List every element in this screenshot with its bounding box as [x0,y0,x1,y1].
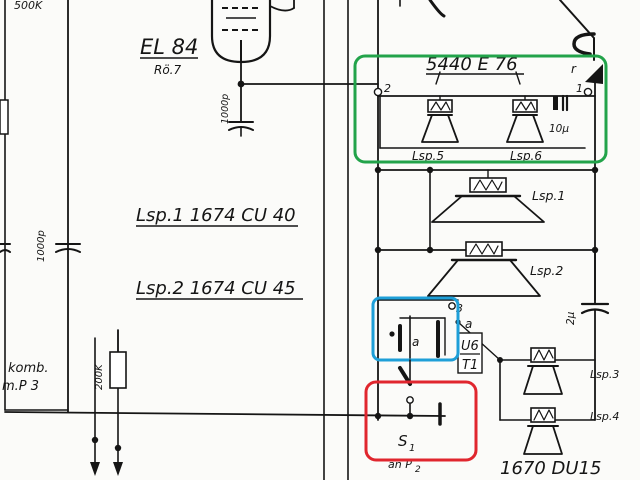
capacitor-10u [553,94,569,112]
red-highlight-box [364,380,478,462]
arrow-down-left-icon [90,462,100,476]
green-highlight-box [353,54,608,164]
tube-el84 [210,0,295,64]
lsp1-label: Lsp.1 [532,188,565,203]
speaker-lsp4 [523,407,563,455]
speaker-lsp1 [431,169,545,223]
junction-dot [374,166,382,174]
capacitor-2u [580,249,610,421]
ground-bus-wire [4,411,446,417]
s1-label: S [398,432,408,450]
speaker-model-lsp2: Lsp.2 1674 CU 45 [136,278,296,299]
s1-under-sub-label: 2 [415,465,421,475]
junction-dot [91,436,99,444]
capacitor-1000p-tube [228,121,254,137]
pin-2-label: 2 [384,82,391,95]
junction-dot [114,444,122,452]
u6-t1-box [457,332,483,374]
speaker-model-lsp1: Lsp.1 1674 CU 40 [136,205,296,226]
lsp6-label: Lsp.6 [510,149,542,163]
resistor-500k-label: 500K [14,0,43,12]
assembly-name-label: 5440 E 76 [426,54,518,75]
capacitor-1000p-left [0,243,81,253]
resistor-200k [109,351,127,389]
triangle-marker-icon [585,64,603,84]
speaker-lsp5 [421,95,459,143]
speaker-lsp6 [506,95,544,143]
blue-highlight-box [371,296,460,362]
model-1670-label: 1670 DU15 [500,458,601,479]
resistor-200k-label: 200K [94,363,105,390]
tube-ref-label: Rö.7 [154,63,181,77]
lsp5-label: Lsp.5 [412,149,444,163]
switch-a-right-label: a [465,317,472,331]
switch-a-left-label: a [412,335,419,349]
t1-label: T1 [462,358,478,373]
cap-1000p-left-label: 1000p [36,230,47,262]
pin-r-label: r [571,62,577,76]
transformer-assembly [373,71,596,149]
cap-1000p-tube-label: 1000p [220,94,231,124]
lsp2-label: Lsp.2 [530,263,563,278]
mp3-label: m.P 3 [2,379,39,394]
s1-sub-label: 1 [409,443,415,454]
cap-2u-label: 2µ [565,311,577,325]
pin-1-label: 1 [576,82,583,95]
switch-s1 [374,359,442,426]
junction-dot [591,166,599,174]
arrow-down-right-icon [113,462,123,476]
resistor-left-edge [0,99,9,135]
junction-dot [374,246,382,254]
lsp4-label: Lsp.4 [590,410,619,423]
komb-label: komb. [8,361,49,376]
lsp3-label: Lsp.3 [590,368,619,381]
tube-name-label: EL 84 [140,35,198,59]
u6-label: U6 [461,339,479,354]
speaker-lsp3 [523,347,563,395]
speaker-lsp2 [427,241,541,297]
cap-10u-label: 10µ [549,123,569,135]
